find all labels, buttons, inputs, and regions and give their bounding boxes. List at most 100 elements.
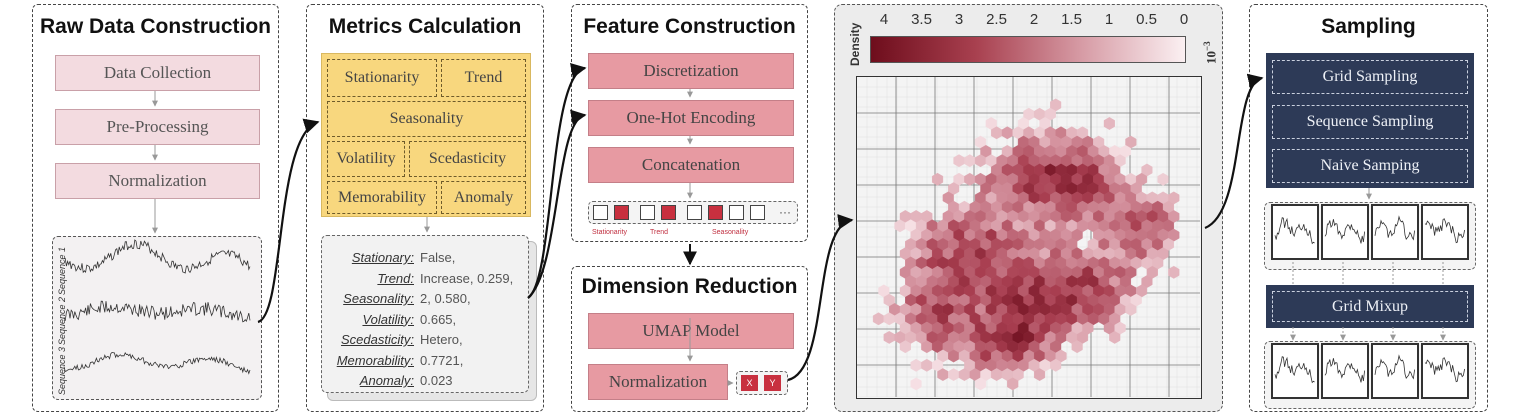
stationarity-cell: Stationarity — [327, 59, 437, 97]
metric-value-row: Seasonality: 2, 0.580, — [322, 291, 522, 307]
metric-value-row: Scedasticity: Hetero, — [322, 332, 522, 348]
density-hex-cell — [910, 358, 922, 372]
sequence-1-label: Sequence 1 — [57, 246, 67, 295]
density-colorbar — [870, 36, 1186, 63]
feature-title: Feature Construction — [583, 15, 796, 38]
raw-data-panel: Raw Data Construction Data Collection Pr… — [32, 4, 279, 412]
density-unit: 10−3 — [1202, 41, 1219, 64]
one-hot-cell — [661, 205, 676, 220]
density-tick-label: 0.5 — [1136, 11, 1157, 28]
density-hex-cell — [872, 312, 884, 326]
density-hex-cell — [899, 340, 911, 354]
metrics-block: Stationarity Trend Seasonality Volatilit… — [321, 53, 531, 217]
density-hex-cell — [1125, 303, 1137, 316]
sampling-title: Sampling — [1321, 15, 1416, 38]
seasonality-cell: Seasonality — [327, 101, 526, 137]
metric-value: 0.023 — [420, 373, 453, 388]
density-tick-label: 3 — [954, 11, 964, 28]
scedasticity-cell: Scedasticity — [409, 141, 526, 177]
grid-mixup-block: Grid Mixup — [1266, 285, 1474, 328]
metric-key: Seasonality: — [343, 291, 414, 306]
metric-key: Anomaly: — [359, 373, 414, 388]
density-hex-cell — [964, 154, 976, 168]
metric-key: Scedasticity: — [341, 332, 414, 347]
metric-value: 2, 0.580, — [420, 291, 471, 306]
one-hot-cell — [687, 205, 702, 220]
one-hot-cell — [593, 205, 608, 220]
volatility-cell: Volatility — [327, 141, 405, 177]
sampling-methods-block: Grid Sampling Sequence Sampling Naive Sa… — [1266, 53, 1474, 188]
density-hex-cell — [931, 172, 944, 186]
density-tick-label: 2 — [1029, 11, 1039, 28]
density-label: Density — [848, 22, 862, 66]
memorability-cell: Memorability — [327, 181, 437, 214]
legend-stationarity: Stationarity — [592, 229, 628, 236]
one-hot-cell — [640, 205, 655, 220]
density-hex-cell — [1157, 172, 1169, 186]
dimred-normalization-step: Normalization — [588, 364, 728, 400]
sequence-3-label: Sequence 3 — [57, 346, 67, 395]
feature-panel: Feature Construction Discretization One-… — [571, 4, 808, 242]
normalization-step: Normalization — [55, 163, 260, 199]
grid-sampling-method: Grid Sampling — [1272, 60, 1468, 94]
density-hex-cell — [1050, 358, 1062, 372]
one-hot-cell — [708, 205, 723, 220]
umap-model-step: UMAP Model — [588, 313, 794, 349]
metric-value-row: Trend:Increase, 0.259, — [322, 271, 522, 287]
naive-sampling-method: Naive Samping — [1272, 149, 1468, 183]
samples-top — [1264, 202, 1476, 270]
metric-value: Hetero, — [420, 332, 463, 347]
density-hex-cell — [1033, 368, 1046, 382]
legend-seasonality: Seasonality — [712, 229, 749, 236]
metric-value-row: Stationary: False, — [322, 250, 522, 266]
density-map — [856, 76, 1202, 399]
grid-mixup-method: Grid Mixup — [1272, 291, 1468, 322]
density-tick-label: 4 — [879, 11, 889, 28]
density-hex-cell — [1109, 330, 1121, 344]
vector-ellipsis: ··· — [779, 205, 791, 219]
data-collection-step: Data Collection — [55, 55, 260, 91]
density-hex-cell — [910, 377, 922, 391]
metric-key: Volatility: — [362, 311, 414, 327]
metric-value: 0.665, — [420, 311, 457, 327]
dimred-panel: Dimension Reduction UMAP Model Normaliza… — [571, 266, 808, 412]
sequence-sampling-method: Sequence Sampling — [1272, 105, 1468, 139]
metric-value-row: Anomaly: 0.023 — [322, 373, 522, 389]
sampling-panel: Sampling Grid Sampling Sequence Sampling… — [1249, 4, 1488, 412]
one-hot-cell — [614, 205, 629, 220]
one-hot-vector: ··· — [588, 201, 798, 224]
density-tick-label: 1 — [1104, 11, 1114, 28]
density-tick-label: 0 — [1179, 11, 1189, 28]
density-hex-cell — [883, 330, 895, 344]
metric-key: Memorability: — [336, 352, 414, 368]
density-tick-label: 1.5 — [1061, 11, 1082, 28]
metric-value: False, — [420, 250, 456, 265]
metrics-values-box: Stationary: False, Trend:Increase, 0.259, S… — [321, 235, 529, 393]
sequence-2-label: Sequence 2 — [57, 296, 67, 345]
density-hex-cell — [953, 154, 965, 168]
sequence-box — [52, 236, 262, 400]
metric-key: Stationary: — [351, 250, 414, 265]
metric-key: Trend: — [377, 270, 414, 286]
density-hex-cell — [974, 377, 987, 391]
density-tick-label: 2.5 — [986, 11, 1007, 28]
density-hex-cell — [1168, 265, 1180, 279]
concatenation-step: Concatenation — [588, 147, 794, 183]
anomaly-cell: Anomaly — [441, 181, 526, 214]
density-hexbin — [857, 77, 1200, 397]
trend-cell: Trend — [441, 59, 526, 97]
metrics-title: Metrics Calculation — [328, 15, 522, 38]
y-output: Y — [764, 375, 781, 391]
raw-data-title: Raw Data Construction — [39, 15, 272, 38]
density-unit-exp: −3 — [1202, 41, 1212, 51]
density-hex-cell — [921, 358, 933, 372]
xy-output: X Y — [736, 371, 788, 395]
density-hex-cell — [1103, 117, 1115, 130]
density-unit-base: 10 — [1203, 51, 1219, 64]
legend-trend: Trend — [650, 229, 669, 236]
discretization-step: Discretization — [588, 53, 794, 89]
samples-bottom — [1264, 341, 1476, 409]
density-hex-cell — [1007, 377, 1019, 391]
metric-value: 0.7721, — [420, 352, 464, 368]
density-tick-label: 3.5 — [911, 11, 932, 28]
